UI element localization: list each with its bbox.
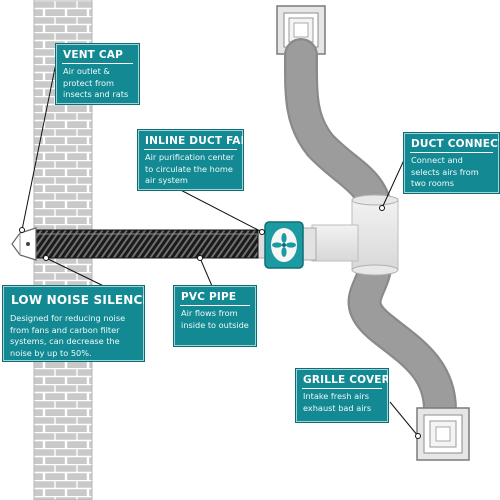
grille-cover-title: GRILLE COVER (302, 369, 388, 389)
vent-cap-title: VENT CAP (62, 44, 133, 64)
silencer-desc: Designed for reducing noise from fans an… (10, 313, 126, 358)
inline-fan-desc: Air purification center to circulate the… (145, 152, 235, 185)
duct-connector-callout: DUCT CONNECTOR Connect and selects airs … (403, 132, 500, 194)
inline-fan-callout: INLINE DUCT FAN Air purification center … (137, 129, 244, 191)
silencer-callout: LOW NOISE SILENCER Designed for reducing… (2, 285, 145, 362)
fan-icon (272, 233, 296, 257)
vent-cap-callout: VENT CAP Air outlet & protect from insec… (55, 43, 140, 105)
pvc-pipe-callout: PVC PIPE Air flows from inside to outsid… (173, 285, 257, 347)
leader-dots (19, 205, 421, 439)
inline-duct-fan (264, 221, 304, 269)
vent-cap-desc: Air outlet & protect from insects and ra… (63, 66, 129, 99)
duct-connector-desc: Connect and selects airs from two rooms (411, 155, 479, 188)
upper-flex-duct (283, 38, 393, 227)
pipe-highlight (36, 233, 258, 235)
inline-fan-title: INLINE DUCT FAN (144, 130, 243, 150)
grille-cover-callout: GRILLE COVER Intake fresh airs exhaust b… (295, 368, 389, 423)
pvc-pipe-desc: Air flows from inside to outside (181, 308, 249, 330)
lower-flex-duct (347, 245, 457, 427)
lower-grille (416, 407, 470, 461)
grille-cover-desc: Intake fresh airs exhaust bad airs (303, 391, 372, 413)
vent-cap (11, 227, 37, 261)
duct-connector-title: DUCT CONNECTOR (410, 133, 499, 153)
pvc-pipe-title: PVC PIPE (180, 286, 250, 306)
duct-connector-tee (311, 194, 399, 276)
silencer-title: LOW NOISE SILENCER (11, 293, 144, 307)
